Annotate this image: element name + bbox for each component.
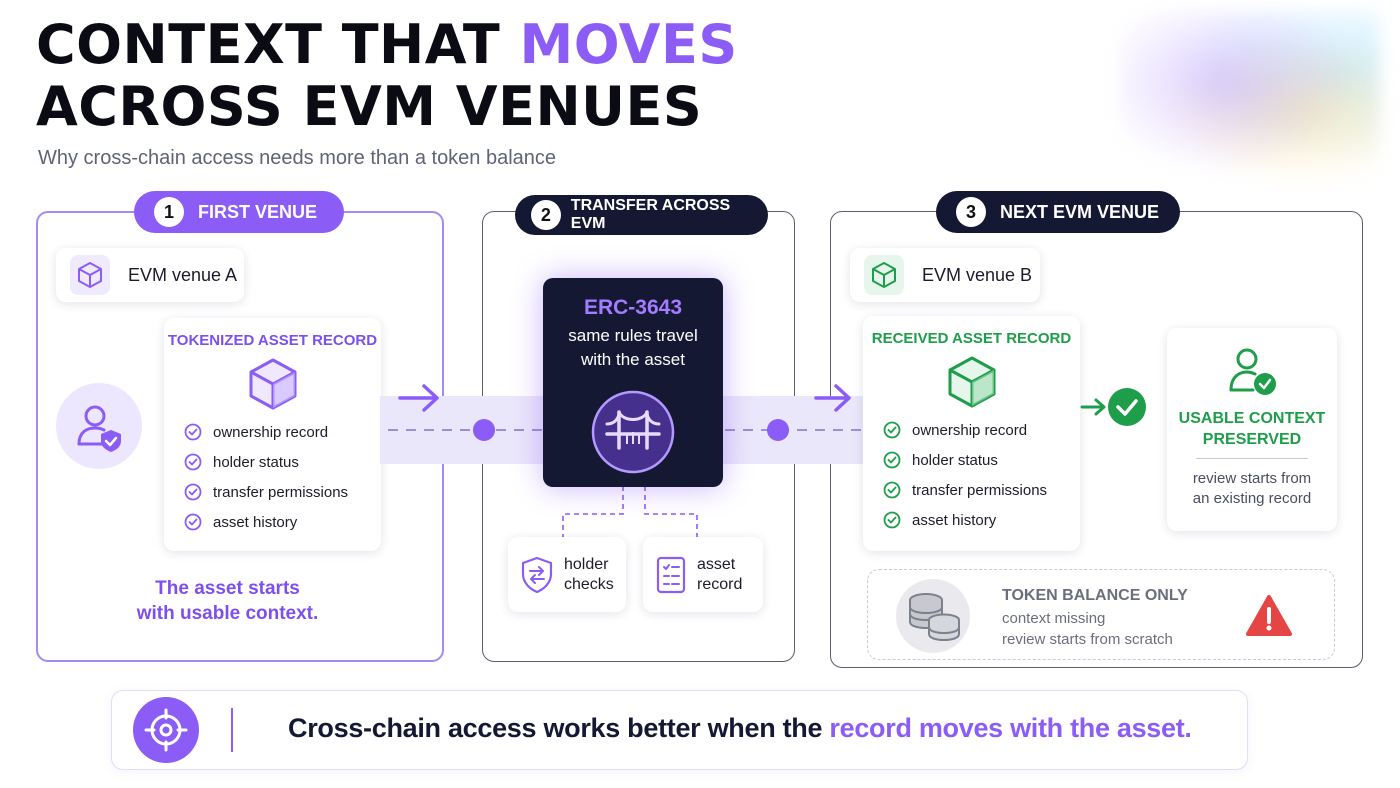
transfer-connector xyxy=(388,384,862,441)
venue-b-card: EVM venue B xyxy=(850,248,1040,302)
step-1-caption: The asset starts with usable context. xyxy=(136,578,319,624)
step-2-label: TRANSFER ACROSS EVM xyxy=(570,197,731,232)
list-item: holder status xyxy=(184,447,381,477)
step-3-pill: 3 NEXT EVM VENUE xyxy=(936,191,1180,233)
erc-3643-box: ERC-3643 same rules travel with the asse… xyxy=(543,278,723,487)
venue-a-card: EVM venue A xyxy=(56,248,244,302)
shield-swap-icon xyxy=(520,556,554,594)
erc-title: ERC-3643 xyxy=(583,296,683,319)
list-item: ownership record xyxy=(883,415,1080,445)
list-item: asset history xyxy=(184,507,381,537)
list-item: holder status xyxy=(883,445,1080,475)
usable-context-card: USABLE CONTEXT PRESERVED review starts f… xyxy=(1167,328,1337,531)
user-shield-icon xyxy=(56,383,142,469)
title-accent: MOVES xyxy=(519,13,738,76)
cube-icon xyxy=(863,355,1080,409)
usable-context-text: review starts from an existing record xyxy=(1192,470,1312,507)
check-circle-icon xyxy=(1108,388,1146,426)
bridge-icon xyxy=(543,388,723,476)
check-circle-icon xyxy=(184,513,202,531)
list-item: transfer permissions xyxy=(883,475,1080,505)
step-2-number: 2 xyxy=(531,200,561,230)
tokenized-asset-record-card: TOKENIZED ASSET RECORD ownership record … xyxy=(164,318,381,551)
arrow-to-check xyxy=(1080,388,1146,426)
document-list-icon xyxy=(655,556,687,594)
erc-text: same rules travel with the asset xyxy=(568,326,698,369)
coins-icon xyxy=(896,579,970,653)
footer-text: Cross-chain access works better when the… xyxy=(288,713,1192,743)
step-1-pill: 1 FIRST VENUE xyxy=(134,191,344,233)
arrow-right-icon xyxy=(814,384,851,412)
cube-icon xyxy=(70,255,110,295)
list-item: asset history xyxy=(883,505,1080,535)
step-1-label: FIRST VENUE xyxy=(198,201,318,222)
token-balance-text: TOKEN BALANCE ONLY context missing revie… xyxy=(1002,587,1188,648)
check-circle-icon xyxy=(883,451,901,469)
cube-icon xyxy=(164,357,381,411)
token-balance-title: TOKEN BALANCE ONLY xyxy=(1002,587,1188,604)
target-icon xyxy=(133,697,199,763)
venue-a-label: EVM venue A xyxy=(128,264,238,285)
footer-accent: record moves with the asset. xyxy=(829,713,1192,743)
step-2-pill: 2 TRANSFER ACROSS EVM xyxy=(515,195,768,235)
footer-divider xyxy=(231,708,233,752)
page-title: CONTEXT THAT MOVES ACROSS EVM VENUES xyxy=(36,13,738,138)
cube-icon xyxy=(864,255,904,295)
footer-banner xyxy=(111,690,1248,770)
record-b-title: RECEIVED ASSET RECORD xyxy=(871,330,1072,347)
list-item: transfer permissions xyxy=(184,477,381,507)
list-item: ownership record xyxy=(184,417,381,447)
check-circle-icon xyxy=(883,511,901,529)
background-glow xyxy=(1120,10,1380,190)
step-3-label: NEXT EVM VENUE xyxy=(1000,201,1160,222)
page-subtitle: Why cross-chain access needs more than a… xyxy=(38,147,557,169)
check-circle-icon xyxy=(883,421,901,439)
user-check-icon xyxy=(1167,344,1337,398)
divider xyxy=(1196,458,1308,459)
usable-context-title: USABLE CONTEXT PRESERVED xyxy=(1178,410,1326,448)
step-3-number: 3 xyxy=(956,197,986,227)
received-asset-record-card: RECEIVED ASSET RECORD ownership record h… xyxy=(863,316,1080,551)
check-circle-icon xyxy=(184,483,202,501)
step-1-number: 1 xyxy=(154,197,184,227)
token-balance-box xyxy=(867,569,1335,660)
venue-b-label: EVM venue B xyxy=(922,264,1033,285)
record-a-title: TOKENIZED ASSET RECORD xyxy=(167,332,378,349)
warning-icon xyxy=(1245,594,1293,638)
check-circle-icon xyxy=(184,453,202,471)
check-circle-icon xyxy=(883,481,901,499)
arrow-right-icon xyxy=(398,384,439,412)
erc-connectors xyxy=(562,486,698,538)
check-circle-icon xyxy=(184,423,202,441)
